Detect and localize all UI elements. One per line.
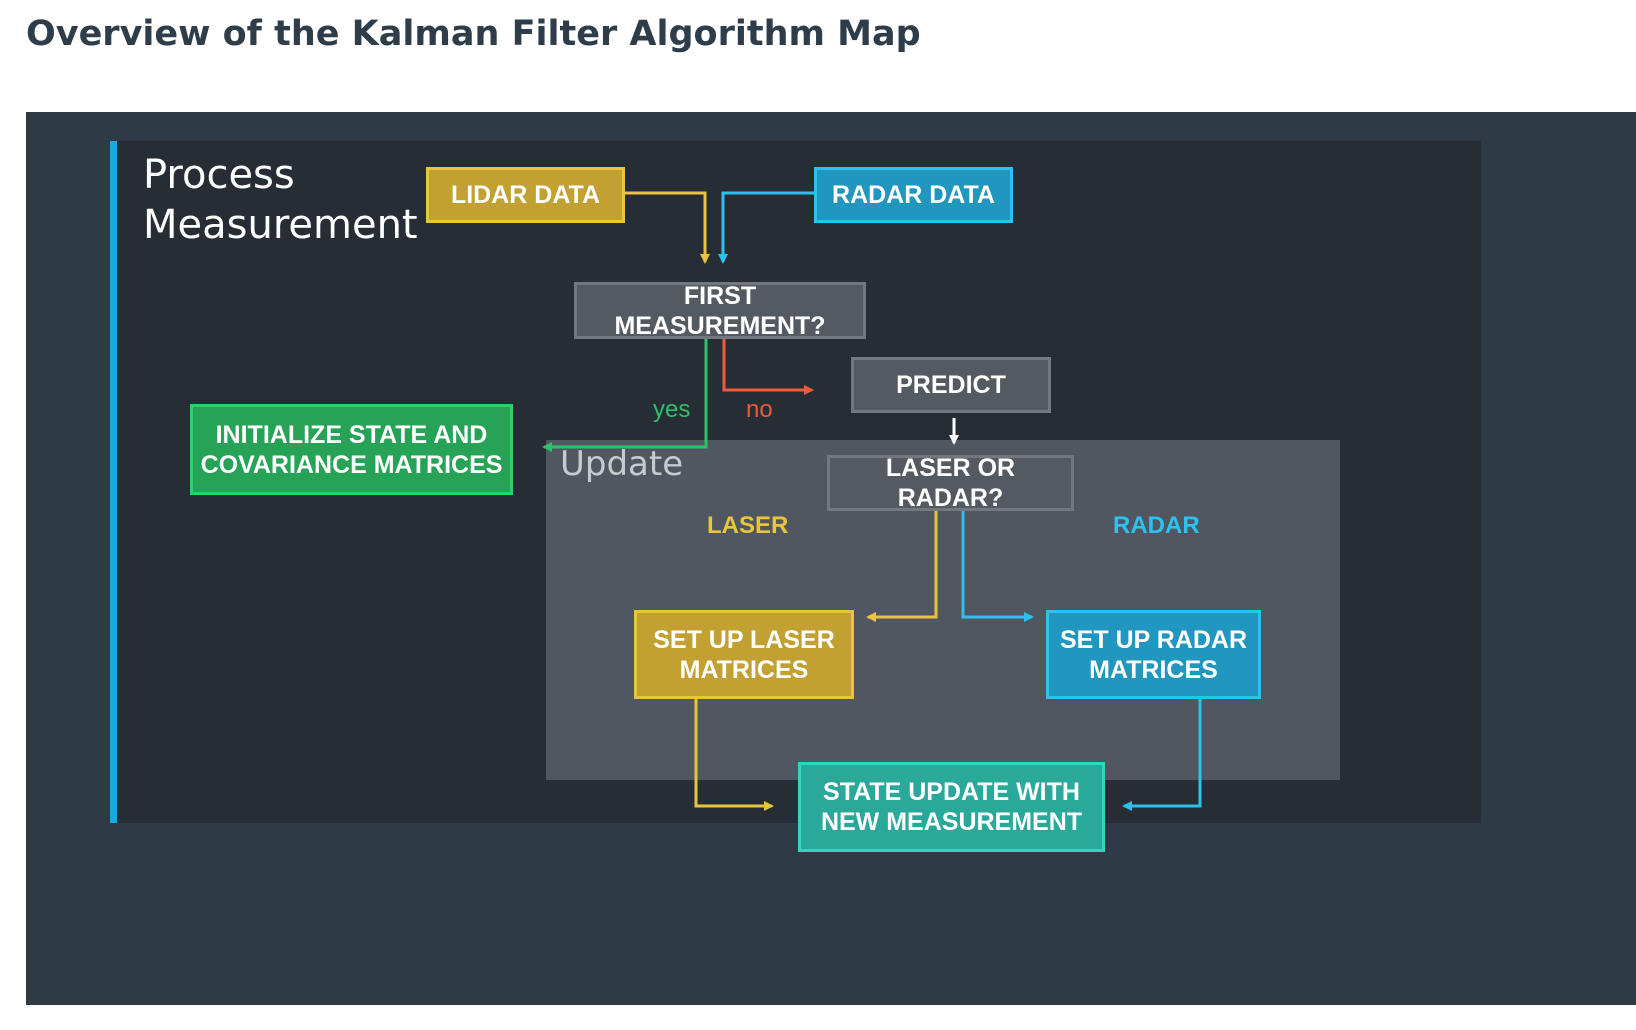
no-label: no	[746, 396, 773, 423]
laser-or-radar-node: LASER OR RADAR?	[827, 454, 1074, 512]
lidar-data-node: LIDAR DATA	[426, 167, 625, 223]
laser-branch-label: LASER	[707, 512, 789, 539]
process-accent-bar	[110, 141, 117, 823]
predict-node: PREDICT	[851, 357, 1051, 413]
first-measurement-node: FIRST MEASUREMENT?	[574, 282, 866, 340]
yes-label: yes	[653, 396, 691, 423]
page-title: Overview of the Kalman Filter Algorithm …	[26, 14, 921, 54]
process-measurement-label: Process Measurement	[143, 152, 418, 248]
state-update-node: STATE UPDATE WITH NEW MEASUREMENT	[798, 762, 1105, 852]
radar-data-node: RADAR DATA	[814, 167, 1013, 223]
radar-branch-label: RADAR	[1113, 512, 1200, 539]
setup-laser-matrices-node: SET UP LASER MATRICES	[634, 610, 854, 699]
setup-radar-matrices-node: SET UP RADAR MATRICES	[1046, 610, 1261, 699]
update-label: Update	[560, 444, 684, 484]
initialize-state-node: INITIALIZE STATE AND COVARIANCE MATRICES	[190, 404, 513, 495]
